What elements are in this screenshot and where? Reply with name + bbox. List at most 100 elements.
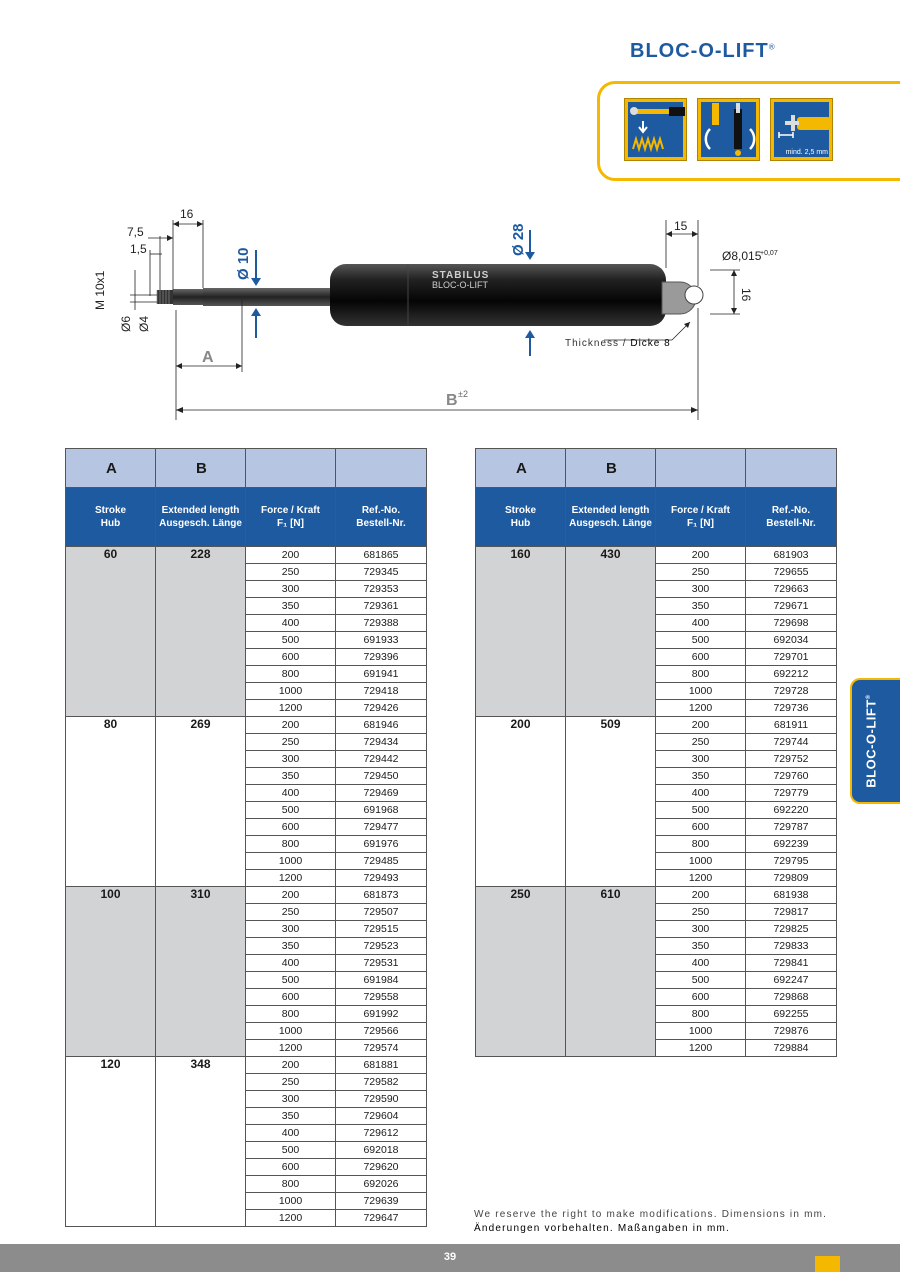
stroke-cell: 120 — [65, 1056, 156, 1227]
ref-no-cell: 729558 — [335, 988, 427, 1006]
force-cell: 400 — [245, 954, 336, 972]
force-cell: 300 — [245, 580, 336, 598]
ref-no-cell: 729752 — [745, 750, 837, 768]
ref-no-cell: 729566 — [335, 1022, 427, 1040]
force-cell: 600 — [655, 818, 746, 836]
tube-brand-stabilus: STABILUS — [432, 270, 489, 281]
brand-logo-text: BLOC-O-LIFT — [630, 40, 769, 62]
ref-no-cell: 729701 — [745, 648, 837, 666]
ref-no-cell: 729841 — [745, 954, 837, 972]
force-cell: 800 — [245, 1175, 336, 1193]
ref-no-cell: 692255 — [745, 1005, 837, 1023]
tube-diameter-label: Ø 28 — [510, 223, 527, 256]
force-cell: 600 — [245, 818, 336, 836]
ref-no-cell: 691941 — [335, 665, 427, 683]
force-cell: 250 — [245, 563, 336, 581]
force-cell: 1000 — [245, 1192, 336, 1210]
force-cell: 600 — [655, 648, 746, 666]
force-cell: 1000 — [245, 1022, 336, 1040]
col-ref-no: Ref.-No.Bestell-Nr. — [745, 487, 837, 547]
force-cell: 1000 — [245, 682, 336, 700]
ref-no-cell: 729353 — [335, 580, 427, 598]
dim-15: 15 — [674, 219, 688, 233]
ref-no-cell: 729620 — [335, 1158, 427, 1176]
force-cell: 250 — [655, 563, 746, 581]
ref-no-cell: 729760 — [745, 767, 837, 785]
force-cell: 300 — [655, 920, 746, 938]
ref-no-cell: 692220 — [745, 801, 837, 819]
thickness-label: Thickness / Dicke 8 — [565, 338, 671, 349]
force-cell: 200 — [245, 716, 336, 734]
col-ref-no: Ref.-No.Bestell-Nr. — [335, 487, 427, 547]
dia-6-label: Ø6 — [119, 316, 133, 332]
extended-length-cell: 430 — [565, 546, 656, 717]
ref-no-cell: 729361 — [335, 597, 427, 615]
force-cell: 300 — [655, 750, 746, 768]
ref-no-cell: 681881 — [335, 1056, 427, 1074]
force-cell: 1200 — [245, 1039, 336, 1057]
force-cell: 1000 — [655, 1022, 746, 1040]
feature-icon-panel: mind. 2,5 mm — [597, 81, 900, 181]
ref-no-cell: 729639 — [335, 1192, 427, 1210]
ref-no-cell: 729477 — [335, 818, 427, 836]
force-cell: 200 — [245, 546, 336, 564]
force-cell: 350 — [655, 597, 746, 615]
ref-no-cell: 691933 — [335, 631, 427, 649]
force-cell: 800 — [655, 665, 746, 683]
ref-no-cell: 692212 — [745, 665, 837, 683]
force-cell: 200 — [655, 546, 746, 564]
ref-no-cell: 729736 — [745, 699, 837, 717]
length-b-tolerance: ±2 — [458, 389, 468, 399]
force-cell: 1200 — [245, 699, 336, 717]
page-number: 39 — [443, 1251, 457, 1263]
force-cell: 350 — [655, 937, 746, 955]
force-cell: 350 — [245, 767, 336, 785]
force-cell: 250 — [655, 903, 746, 921]
force-cell: 1200 — [655, 1039, 746, 1057]
ref-no-cell: 729868 — [745, 988, 837, 1006]
force-cell: 600 — [245, 1158, 336, 1176]
force-cell: 400 — [655, 954, 746, 972]
header-a: A — [106, 459, 117, 477]
ref-no-cell: 681946 — [335, 716, 427, 734]
stroke-cell: 80 — [65, 716, 156, 887]
header-b: B — [196, 459, 207, 477]
stroke-cell: 60 — [65, 546, 156, 717]
force-cell: 500 — [245, 971, 336, 989]
ref-no-cell: 729795 — [745, 852, 837, 870]
thickness-en: Thickness / — [565, 338, 627, 349]
force-cell: 1200 — [655, 699, 746, 717]
force-cell: 300 — [245, 750, 336, 768]
rod-diameter-label: Ø 10 — [235, 247, 252, 280]
dim-1-5: 1,5 — [130, 242, 147, 256]
ref-no-cell: 729655 — [745, 563, 837, 581]
force-cell: 350 — [245, 937, 336, 955]
ref-no-cell: 729450 — [335, 767, 427, 785]
ref-no-cell: 729817 — [745, 903, 837, 921]
force-cell: 600 — [245, 988, 336, 1006]
ref-no-cell: 729612 — [335, 1124, 427, 1142]
eye-hole — [684, 285, 704, 305]
ref-no-cell: 729809 — [745, 869, 837, 887]
